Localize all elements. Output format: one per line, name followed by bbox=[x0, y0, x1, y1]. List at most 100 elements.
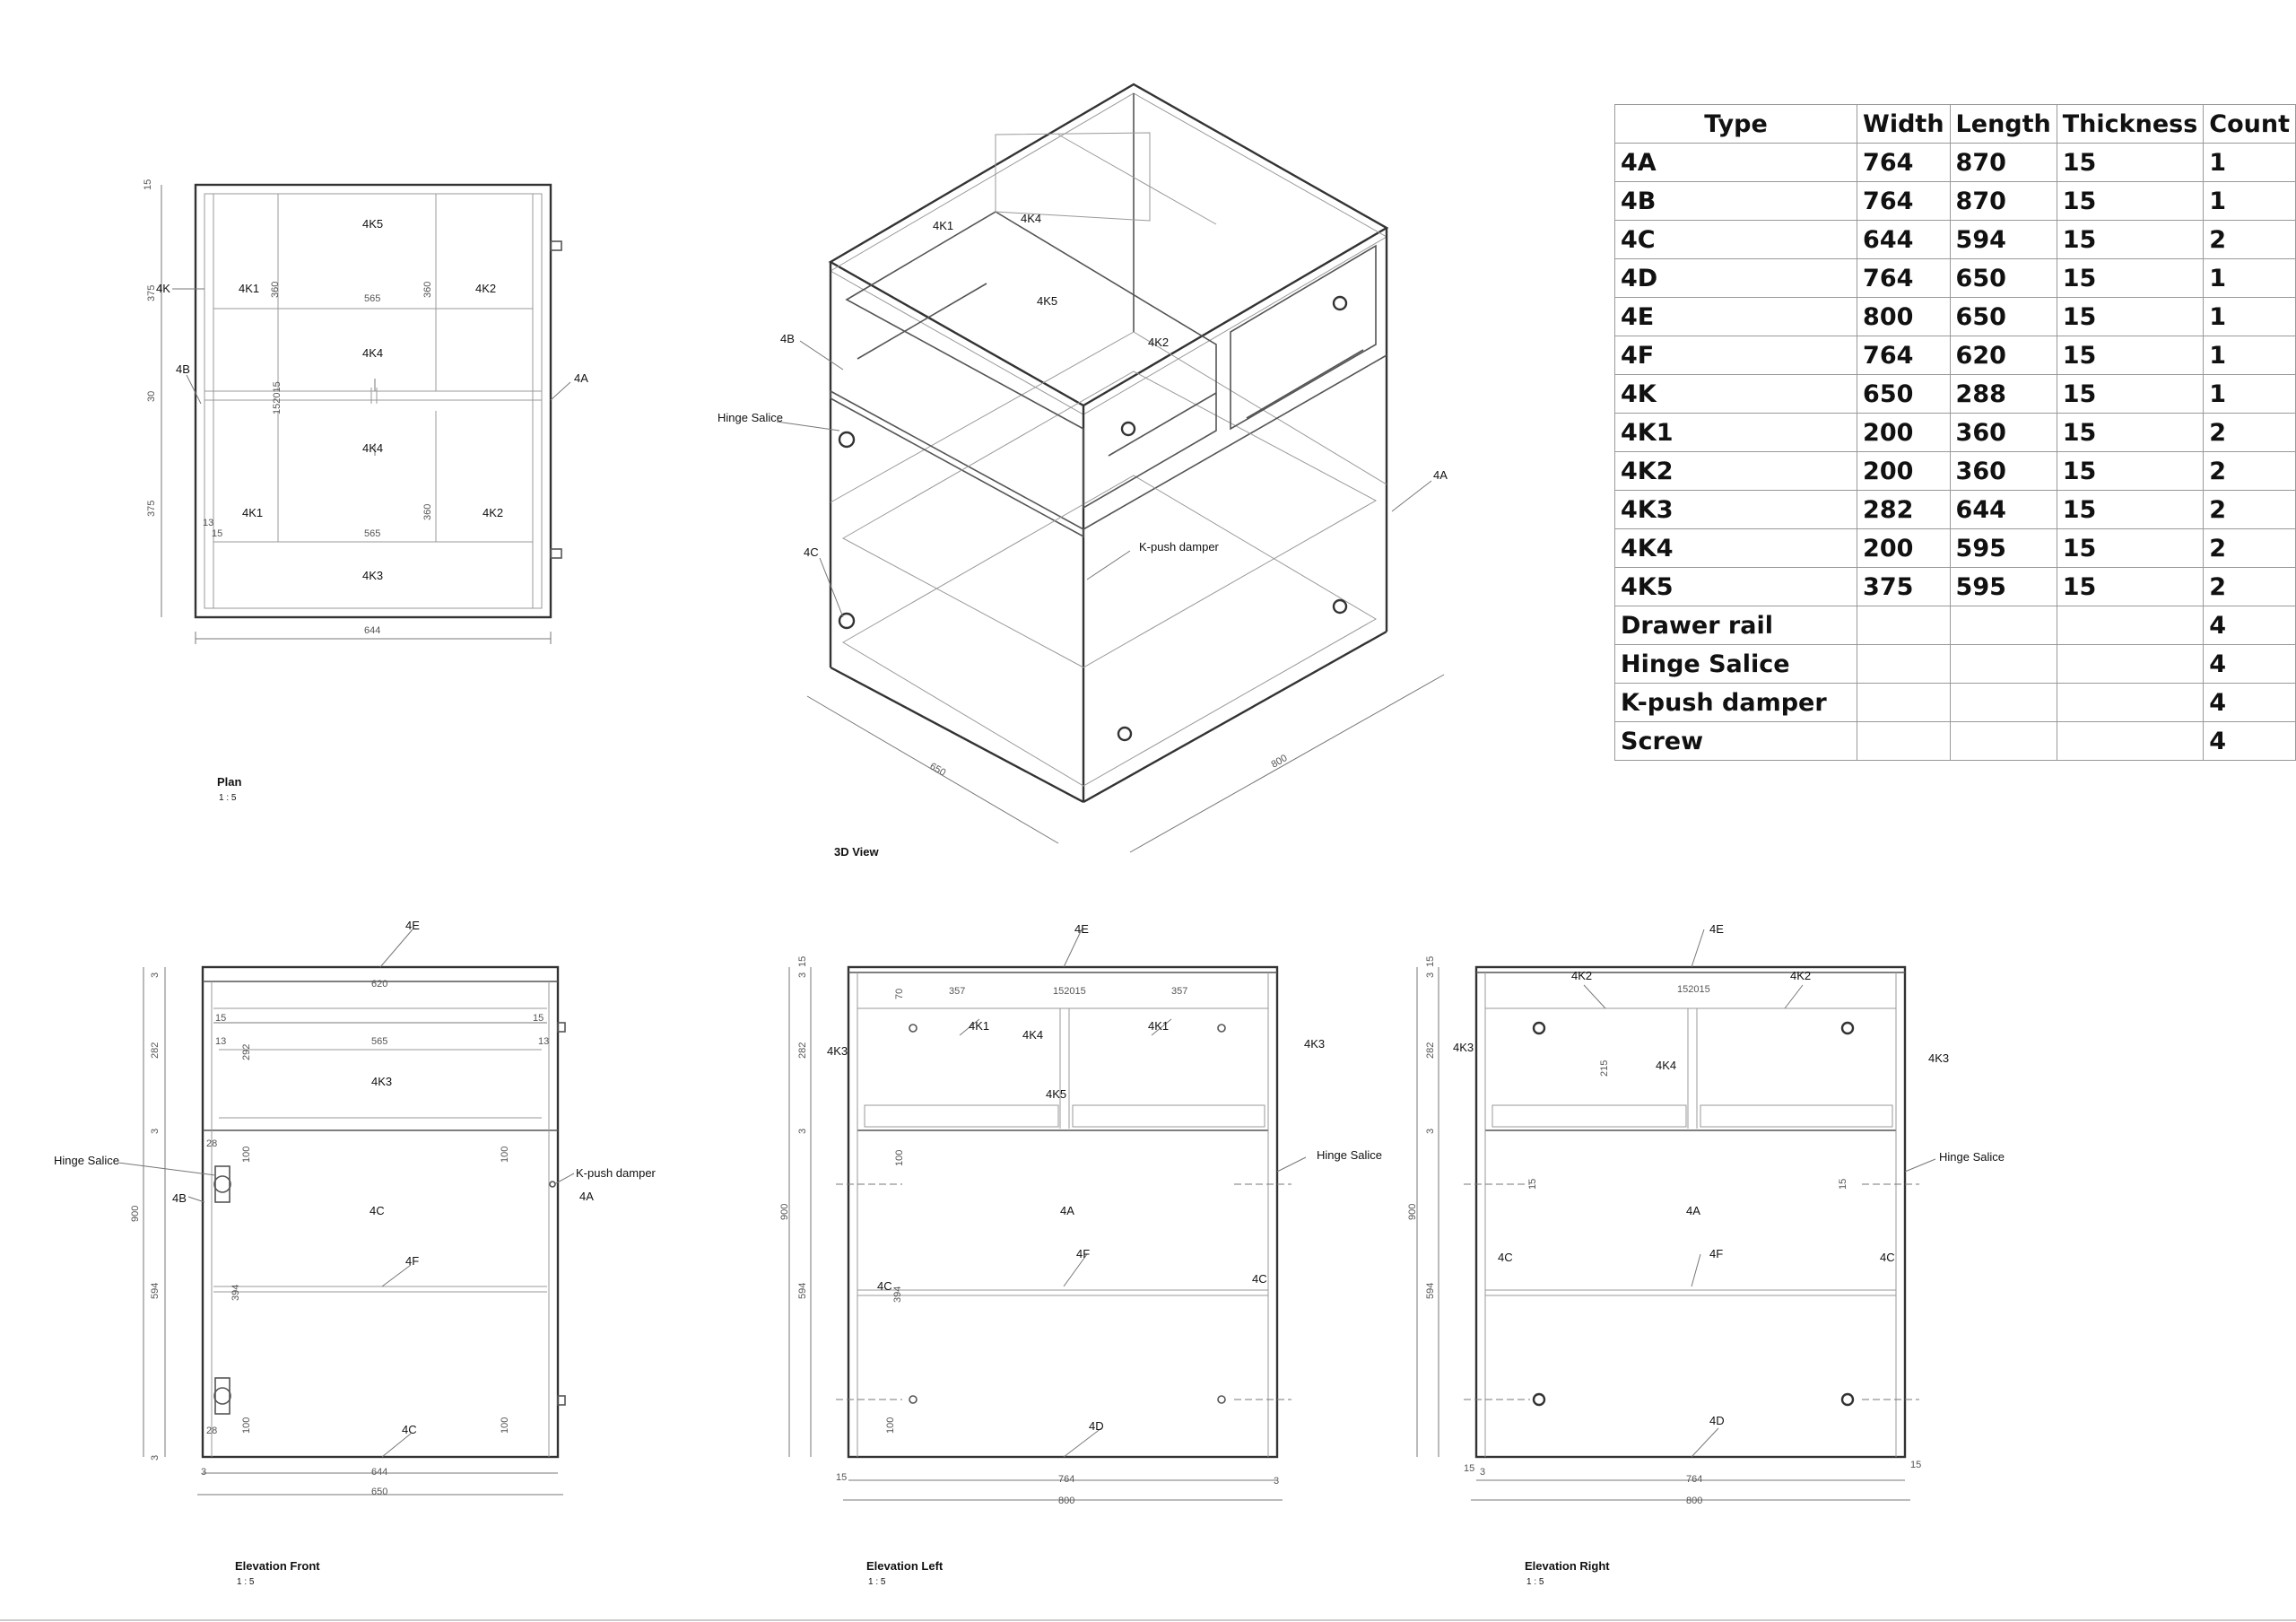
left-title: Elevation Left bbox=[866, 1559, 944, 1573]
cell-thickness: 15 bbox=[2056, 567, 2205, 606]
right-dim-152015: 152015 bbox=[1677, 984, 1710, 995]
plan-label-4b: 4B bbox=[176, 362, 190, 376]
iso-label-4b: 4B bbox=[780, 332, 795, 345]
cell-length: 360 bbox=[1949, 413, 2057, 452]
front-title: Elevation Front bbox=[235, 1559, 320, 1573]
left-dim-15-bottom: 15 bbox=[836, 1472, 847, 1483]
header-thickness: Thickness bbox=[2056, 104, 2205, 144]
iso-label-4k2: 4K2 bbox=[1148, 336, 1169, 349]
cell-length bbox=[1949, 683, 2057, 722]
cell-type: Drawer rail bbox=[1613, 606, 1858, 645]
cell-count: 1 bbox=[2203, 374, 2296, 414]
right-dim-15-b: 15 bbox=[1838, 1179, 1848, 1190]
plan-title: Plan bbox=[217, 775, 242, 789]
cell-count: 1 bbox=[2203, 258, 2296, 298]
cell-thickness bbox=[2056, 606, 2205, 645]
cell-type: K-push damper bbox=[1613, 683, 1858, 722]
left-dim-100-bottom: 100 bbox=[885, 1417, 896, 1434]
plan-label-4k3: 4K3 bbox=[362, 569, 383, 582]
cell-count: 2 bbox=[2203, 528, 2296, 568]
front-label-4e: 4E bbox=[405, 919, 420, 932]
left-dim-357-right: 357 bbox=[1171, 986, 1187, 997]
plan-dim-360-right: 360 bbox=[422, 282, 433, 298]
front-label-4c-bottom: 4C bbox=[402, 1423, 417, 1436]
plan-view: 4K5 4K 4K1 4K2 4B 4A 4K4 4K4 4K1 4K2 4K3… bbox=[143, 179, 588, 803]
cell-length: 288 bbox=[1949, 374, 2057, 414]
cell-thickness: 15 bbox=[2056, 528, 2205, 568]
iso-dim-800: 800 bbox=[1270, 753, 1290, 771]
left-label-4d: 4D bbox=[1089, 1419, 1104, 1433]
front-dim-28-top: 28 bbox=[206, 1138, 217, 1149]
plan-dim-30: 30 bbox=[146, 391, 157, 402]
front-dim-15-left: 15 bbox=[215, 1013, 226, 1024]
cell-count: 1 bbox=[2203, 336, 2296, 375]
left-label-4a: 4A bbox=[1060, 1204, 1074, 1217]
front-dim-394: 394 bbox=[230, 1285, 241, 1301]
front-dim-3-left: 3 bbox=[201, 1467, 206, 1478]
iso-label-hinge-salice: Hinge Salice bbox=[718, 411, 783, 424]
right-dim-3-bottom: 3 bbox=[1480, 1467, 1485, 1478]
cell-width: 764 bbox=[1857, 258, 1951, 298]
cell-count: 4 bbox=[2203, 606, 2296, 645]
front-dim-644: 644 bbox=[371, 1467, 387, 1478]
right-label-4k4: 4K4 bbox=[1656, 1059, 1676, 1072]
plan-dim-375-bottom: 375 bbox=[146, 501, 157, 517]
cell-type: 4K5 bbox=[1613, 567, 1858, 606]
plan-label-4k1-top: 4K1 bbox=[239, 282, 259, 295]
elevation-front-view: 4E 4K3 Hinge Salice 4B 4C K-push damper … bbox=[54, 919, 657, 1587]
plan-dim-565-top: 565 bbox=[364, 293, 380, 304]
left-label-4c-left: 4C bbox=[877, 1279, 892, 1293]
left-dim-900: 900 bbox=[779, 1204, 790, 1220]
iso-title: 3D View bbox=[834, 845, 880, 859]
cell-length bbox=[1949, 606, 2057, 645]
cell-width: 764 bbox=[1857, 336, 1951, 375]
cell-width: 650 bbox=[1857, 374, 1951, 414]
left-label-4k5: 4K5 bbox=[1046, 1087, 1066, 1101]
plan-scale: 1 : 5 bbox=[219, 793, 237, 803]
cell-type: Screw bbox=[1613, 721, 1858, 761]
isometric-view: 4K1 4K4 4K5 4B 4K2 Hinge Salice 4C K-pus… bbox=[718, 83, 1448, 859]
right-label-4d: 4D bbox=[1709, 1414, 1725, 1427]
front-dim-100-c: 100 bbox=[241, 1417, 252, 1434]
cell-count: 2 bbox=[2203, 413, 2296, 452]
right-label-4a: 4A bbox=[1686, 1204, 1700, 1217]
plan-dim-15: 15 bbox=[143, 179, 153, 190]
plan-dim-565-bottom: 565 bbox=[364, 528, 380, 539]
left-label-4e: 4E bbox=[1074, 922, 1089, 936]
right-label-4e: 4E bbox=[1709, 922, 1724, 936]
cell-thickness: 15 bbox=[2056, 336, 2205, 375]
cell-length: 870 bbox=[1949, 181, 2057, 221]
right-label-4c-right: 4C bbox=[1880, 1251, 1895, 1264]
left-dim-152015: 152015 bbox=[1053, 986, 1086, 997]
left-dim-3: 3 bbox=[797, 972, 808, 978]
right-dim-215: 215 bbox=[1599, 1060, 1610, 1077]
cell-length: 650 bbox=[1949, 258, 2057, 298]
cell-type: 4F bbox=[1613, 336, 1858, 375]
cell-thickness: 15 bbox=[2056, 413, 2205, 452]
cell-length: 595 bbox=[1949, 528, 2057, 568]
cell-type: 4K4 bbox=[1613, 528, 1858, 568]
plan-label-4k4-top: 4K4 bbox=[362, 346, 383, 360]
plan-label-4k5: 4K5 bbox=[362, 217, 383, 231]
left-dim-282: 282 bbox=[797, 1042, 808, 1059]
cell-length: 360 bbox=[1949, 451, 2057, 491]
right-dim-15: 15 bbox=[1425, 956, 1436, 967]
front-dim-292: 292 bbox=[241, 1044, 252, 1060]
cell-count: 2 bbox=[2203, 567, 2296, 606]
right-scale: 1 : 5 bbox=[1526, 1577, 1544, 1587]
front-dim-13-right: 13 bbox=[538, 1036, 549, 1047]
plan-dim-152015: 152015 bbox=[272, 381, 283, 414]
right-label-4f: 4F bbox=[1709, 1247, 1723, 1260]
left-scale: 1 : 5 bbox=[868, 1577, 886, 1587]
left-dim-357-left: 357 bbox=[949, 986, 965, 997]
